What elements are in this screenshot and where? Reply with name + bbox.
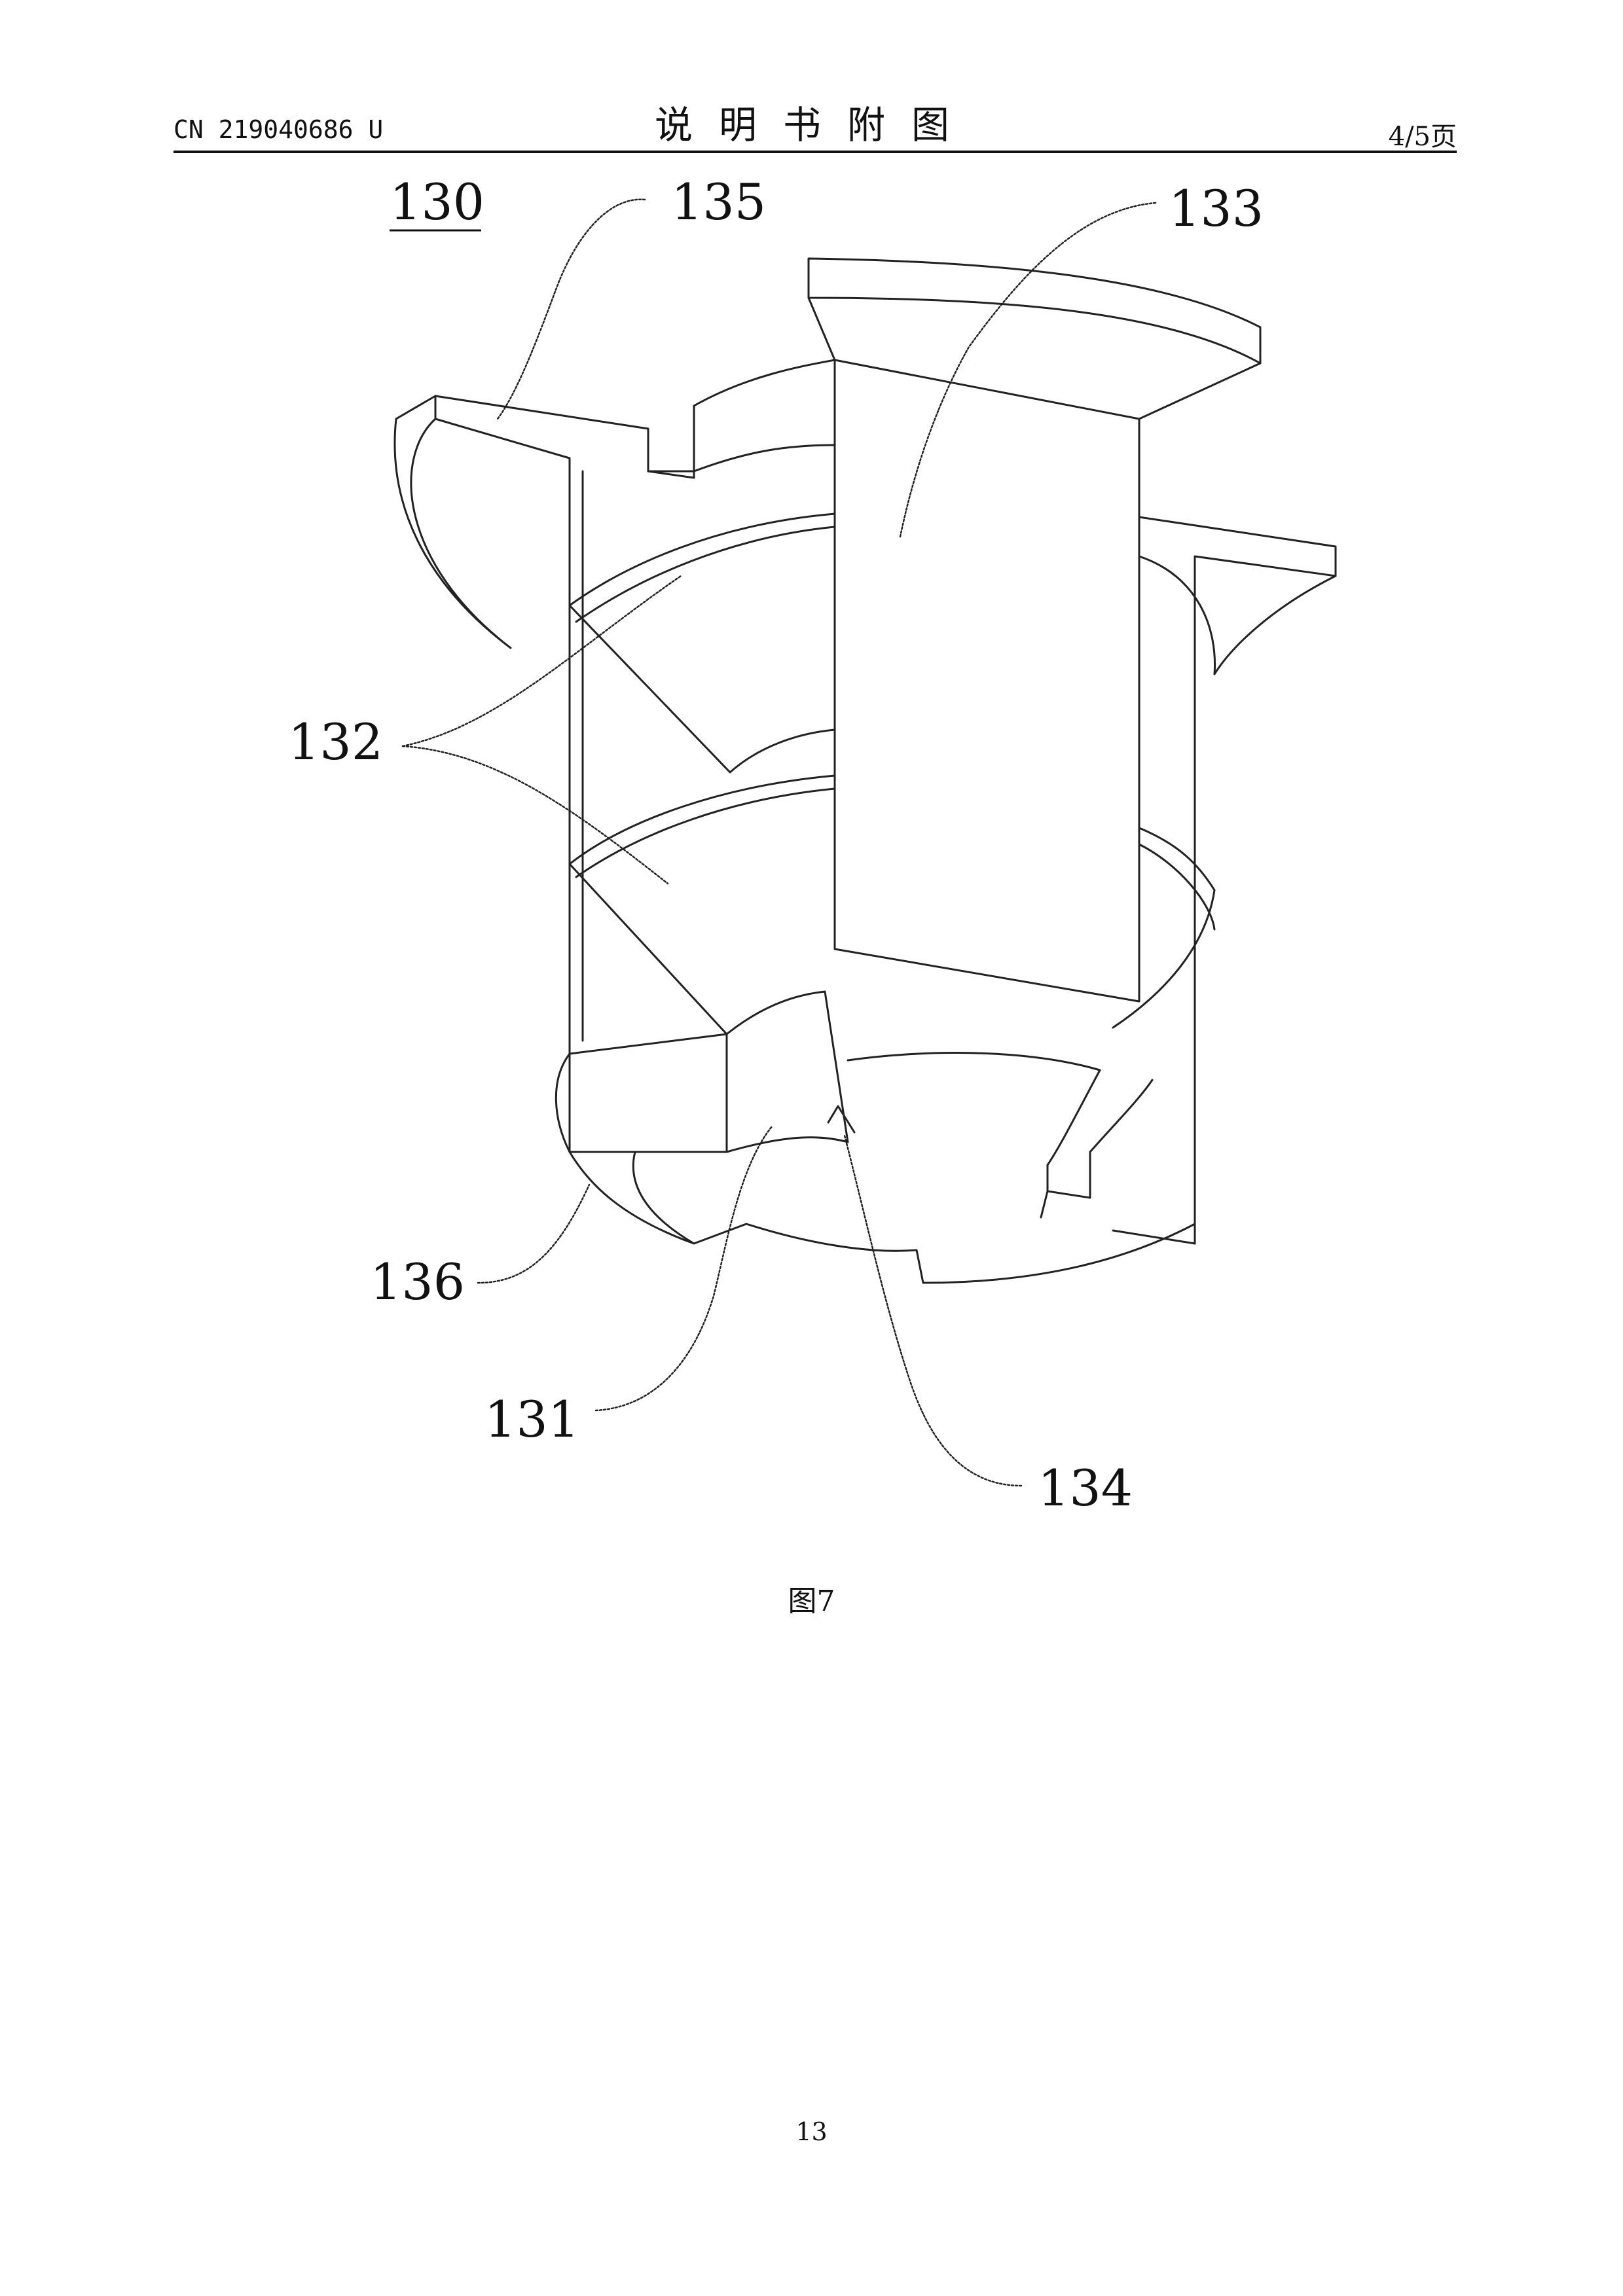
- label-136: 136: [370, 1253, 465, 1311]
- base-right-step: [1040, 1079, 1196, 1245]
- body-left-edge: [568, 457, 584, 1055]
- right-flange: [1138, 516, 1337, 1245]
- flange-135: [434, 359, 836, 479]
- leader-131: [594, 1124, 774, 1412]
- leader-136: [477, 1183, 591, 1284]
- page-header: CN 219040686 U 说明书附图 4/5页: [173, 92, 1457, 152]
- base-block: [568, 990, 849, 1153]
- label-135: 135: [671, 173, 766, 231]
- leader-135: [496, 198, 646, 420]
- header-title: 说明书附图: [654, 103, 976, 147]
- helix-lower: [568, 774, 836, 1035]
- leader-132a: [401, 575, 682, 747]
- base-bowl: [555, 1052, 1196, 1284]
- leader-132b: [401, 745, 669, 885]
- base-inner-ring: [847, 1052, 1101, 1166]
- flange-135-front: [393, 395, 571, 1055]
- helix-right: [1112, 827, 1216, 1029]
- leader-133: [899, 202, 1157, 538]
- rib-133: [833, 359, 1140, 1003]
- helix-upper: [568, 512, 836, 774]
- label-131: 131: [484, 1390, 579, 1448]
- leader-134: [843, 1134, 1023, 1487]
- header-rule: [173, 151, 1457, 153]
- top-flange-lip: [807, 296, 1262, 420]
- arrow-134: [827, 1105, 856, 1134]
- label-134: 134: [1038, 1459, 1133, 1517]
- page-of-count: 4/5页: [1388, 122, 1457, 152]
- label-132: 132: [288, 713, 383, 771]
- label-133: 133: [1169, 179, 1264, 238]
- figure-caption: 图7: [788, 1585, 835, 1618]
- page-number: 13: [795, 2117, 828, 2146]
- inner-step: [647, 444, 836, 473]
- label-130: 130: [390, 173, 484, 231]
- patent-number: CN 219040686 U: [173, 115, 384, 144]
- top-flange-133: [807, 257, 1262, 365]
